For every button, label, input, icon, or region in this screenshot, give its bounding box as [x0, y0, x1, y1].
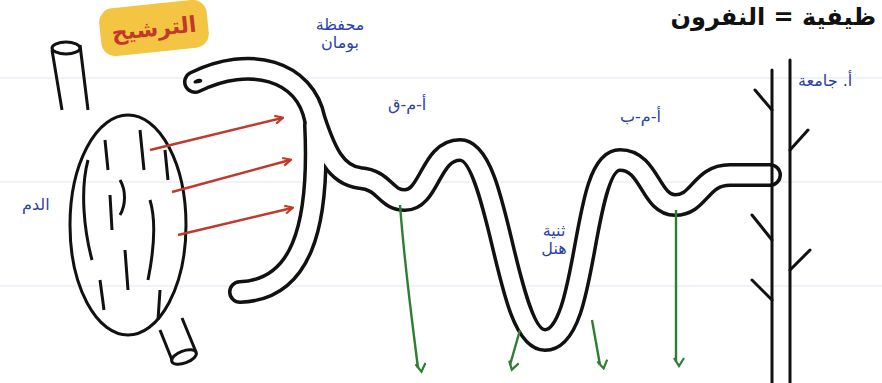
highlight-box: الترشيح: [98, 0, 210, 58]
blood-label: الدم: [22, 196, 50, 214]
segment-label: أ-م-ب: [620, 108, 661, 126]
node-text: الترشيح: [110, 11, 197, 45]
loop-label: ثنية هنل: [528, 222, 580, 259]
segment-label: أ-م-ق: [388, 96, 426, 114]
capsule-label: محفظة بومان: [300, 16, 380, 53]
duct-label: أ. جامعة: [798, 72, 852, 90]
page-title: ظيفية = النفرون: [671, 4, 877, 32]
